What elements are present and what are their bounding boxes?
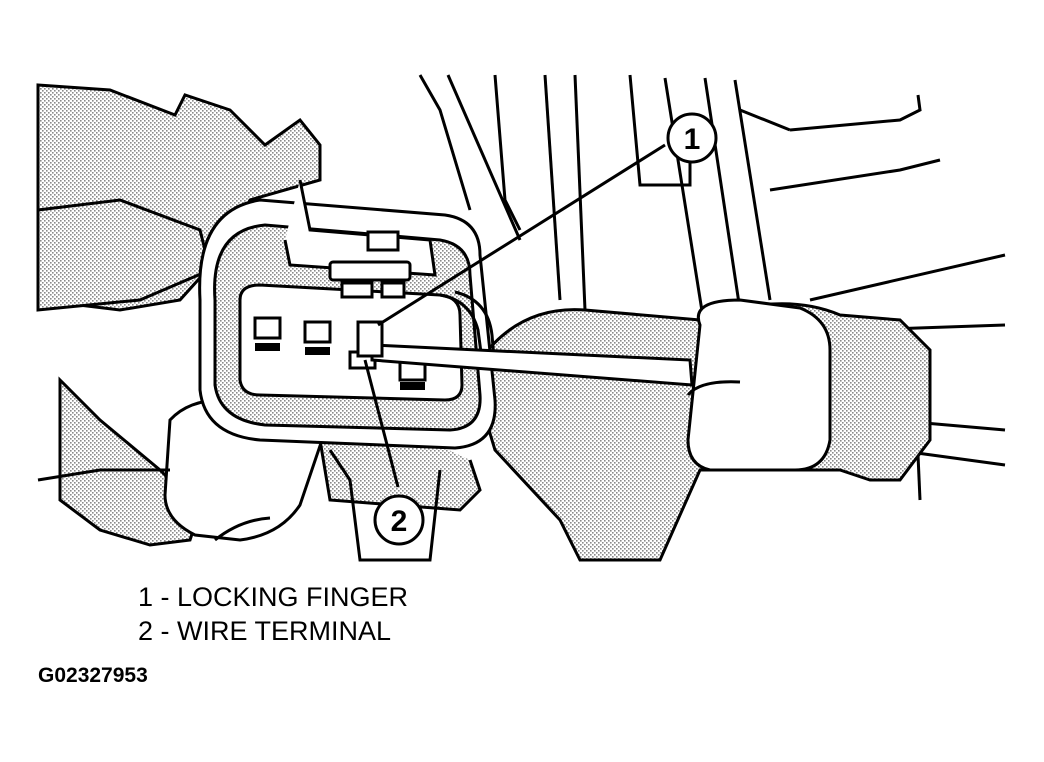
callout-2-number: 2 [391, 505, 408, 538]
callout-1: 1 [666, 112, 718, 164]
legend-item-locking-finger: 1 - LOCKING FINGER [138, 582, 409, 612]
callout-2: 2 [373, 494, 425, 546]
pick-tool [356, 320, 694, 387]
right-hand [478, 298, 932, 562]
legend-item-wire-terminal: 2 - WIRE TERMINAL [138, 616, 392, 646]
connector-illustration: 1 2 [36, 74, 1006, 562]
legend: 1 - LOCKING FINGER 2 - WIRE TERMINAL [138, 580, 408, 648]
callout-leaders [363, 143, 666, 488]
figure-id: G02327953 [38, 664, 148, 687]
connector-housing [198, 179, 497, 450]
background-harness [418, 74, 1006, 501]
callout-1-number: 1 [684, 123, 701, 156]
